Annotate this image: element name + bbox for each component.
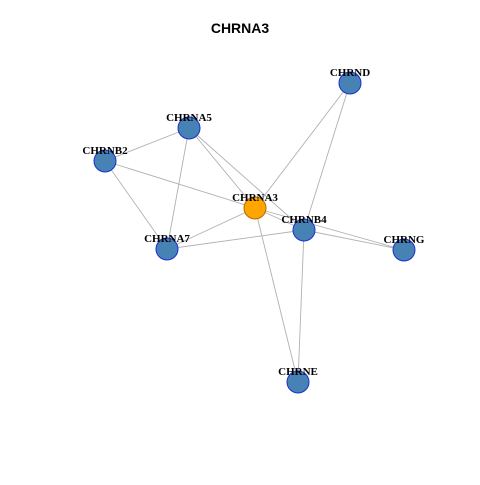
node-label-chrna7: CHRNA7 [144,233,190,245]
node-label-chrng: CHRNG [384,234,425,246]
node-label-chrna5: CHRNA5 [166,112,212,124]
edge-chrna3-chrne [254,207,299,383]
node-label-chrnd: CHRND [330,67,370,79]
node-chrna7 [155,237,179,261]
edge-chrna5-chrnb4 [188,127,305,231]
edge-chrnd-chrnb4 [303,82,351,231]
node-label-chrnb4: CHRNB4 [281,214,327,226]
node-chrne [286,370,310,394]
node-chrnb4 [292,218,316,242]
node-chrna3 [243,196,267,220]
edge-chrna3-chrna5 [188,127,256,209]
edge-chrna3-chrna7 [166,207,256,250]
edge-chrnb4-chrng [303,229,405,251]
edge-chrna5-chrnb2 [104,127,190,162]
node-label-chrnb2: CHRNB2 [82,145,128,157]
edge-chrna3-chrnb2 [104,160,256,209]
node-chrna5 [177,116,201,140]
edge-chrna5-chrna7 [166,127,190,250]
edge-chrna3-chrnd [254,82,351,209]
diagram-title: CHRNA3 [210,20,270,36]
node-chrnb2 [93,149,117,173]
node-label-chrne: CHRNE [278,366,318,378]
edge-chrnb4-chrne [297,229,305,383]
edge-chrnb2-chrna7 [104,160,168,250]
node-label-chrna3: CHRNA3 [232,192,278,204]
edge-chrna3-chrng [254,207,405,251]
edge-chrnb4-chrna7 [166,229,305,250]
node-chrnd [338,71,362,95]
edges-layer [104,82,405,383]
node-chrng [392,238,416,262]
